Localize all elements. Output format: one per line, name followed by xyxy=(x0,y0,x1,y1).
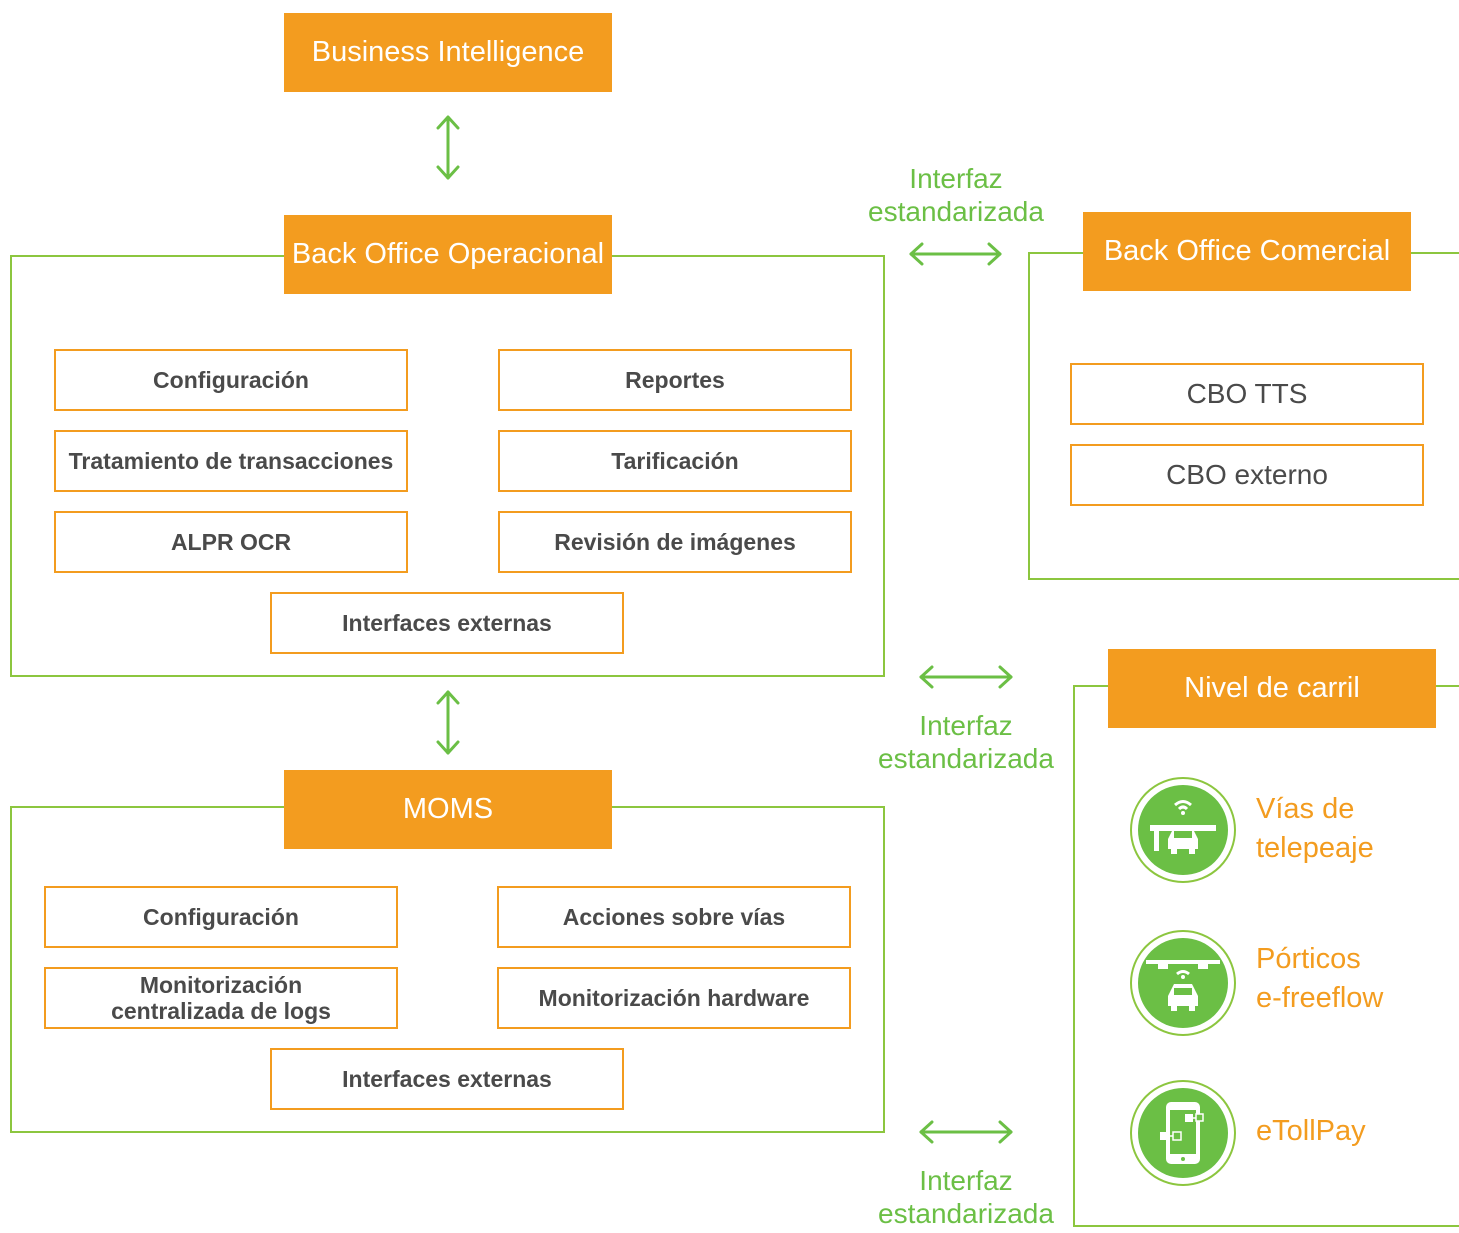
bo-module-alpr-ocr: ALPR OCR xyxy=(54,511,408,573)
toll-lane-car-icon xyxy=(1130,777,1236,883)
lane-item-etollpay: eTollPay xyxy=(1256,1115,1366,1147)
gantry-car-icon xyxy=(1130,930,1236,1036)
moms-header: MOMS xyxy=(284,770,612,849)
arrow-bo-lanes xyxy=(919,665,1013,689)
moms-module-interfaces-externas: Interfaces externas xyxy=(270,1048,624,1110)
moms-module-acciones-vias: Acciones sobre vías xyxy=(497,886,851,948)
nivel-de-carril-header: Nivel de carril xyxy=(1108,649,1436,728)
mobile-payment-icon xyxy=(1130,1080,1236,1186)
back-office-comercial-header: Back Office Comercial xyxy=(1083,212,1411,291)
bo-module-reportes: Reportes xyxy=(498,349,852,411)
bo-module-revision-imagenes: Revisión de imágenes xyxy=(498,511,852,573)
bo-module-configuracion: Configuración xyxy=(54,349,408,411)
bo-module-tratamiento-transacciones: Tratamiento de transacciones xyxy=(54,430,408,492)
cbo-module-tts: CBO TTS xyxy=(1070,363,1424,425)
moms-module-monitorizacion-hardware: Monitorización hardware xyxy=(497,967,851,1029)
business-intelligence-header: Business Intelligence xyxy=(284,13,612,92)
cbo-module-externo: CBO externo xyxy=(1070,444,1424,506)
interface-label-middle: Interfaz estandarizada xyxy=(878,710,1054,775)
moms-module-configuracion: Configuración xyxy=(44,886,398,948)
arrow-bo-cbo xyxy=(909,242,1002,266)
arrow-moms-lanes xyxy=(919,1120,1013,1144)
back-office-operacional-header: Back Office Operacional xyxy=(284,215,612,294)
bo-module-tarificacion: Tarificación xyxy=(498,430,852,492)
arrow-bi-bo xyxy=(436,115,460,180)
interface-label-top: Interfaz estandarizada xyxy=(868,163,1044,228)
lane-item-vias-telepeaje: Vías de telepeaje xyxy=(1256,793,1374,865)
bo-module-interfaces-externas: Interfaces externas xyxy=(270,592,624,654)
interface-label-bottom: Interfaz estandarizada xyxy=(878,1165,1054,1230)
lane-item-porticos-freeflow: Pórticos e-freeflow xyxy=(1256,943,1384,1015)
moms-module-monitorizacion-logs: Monitorización centralizada de logs xyxy=(44,967,398,1029)
arrow-bo-moms xyxy=(436,690,460,755)
